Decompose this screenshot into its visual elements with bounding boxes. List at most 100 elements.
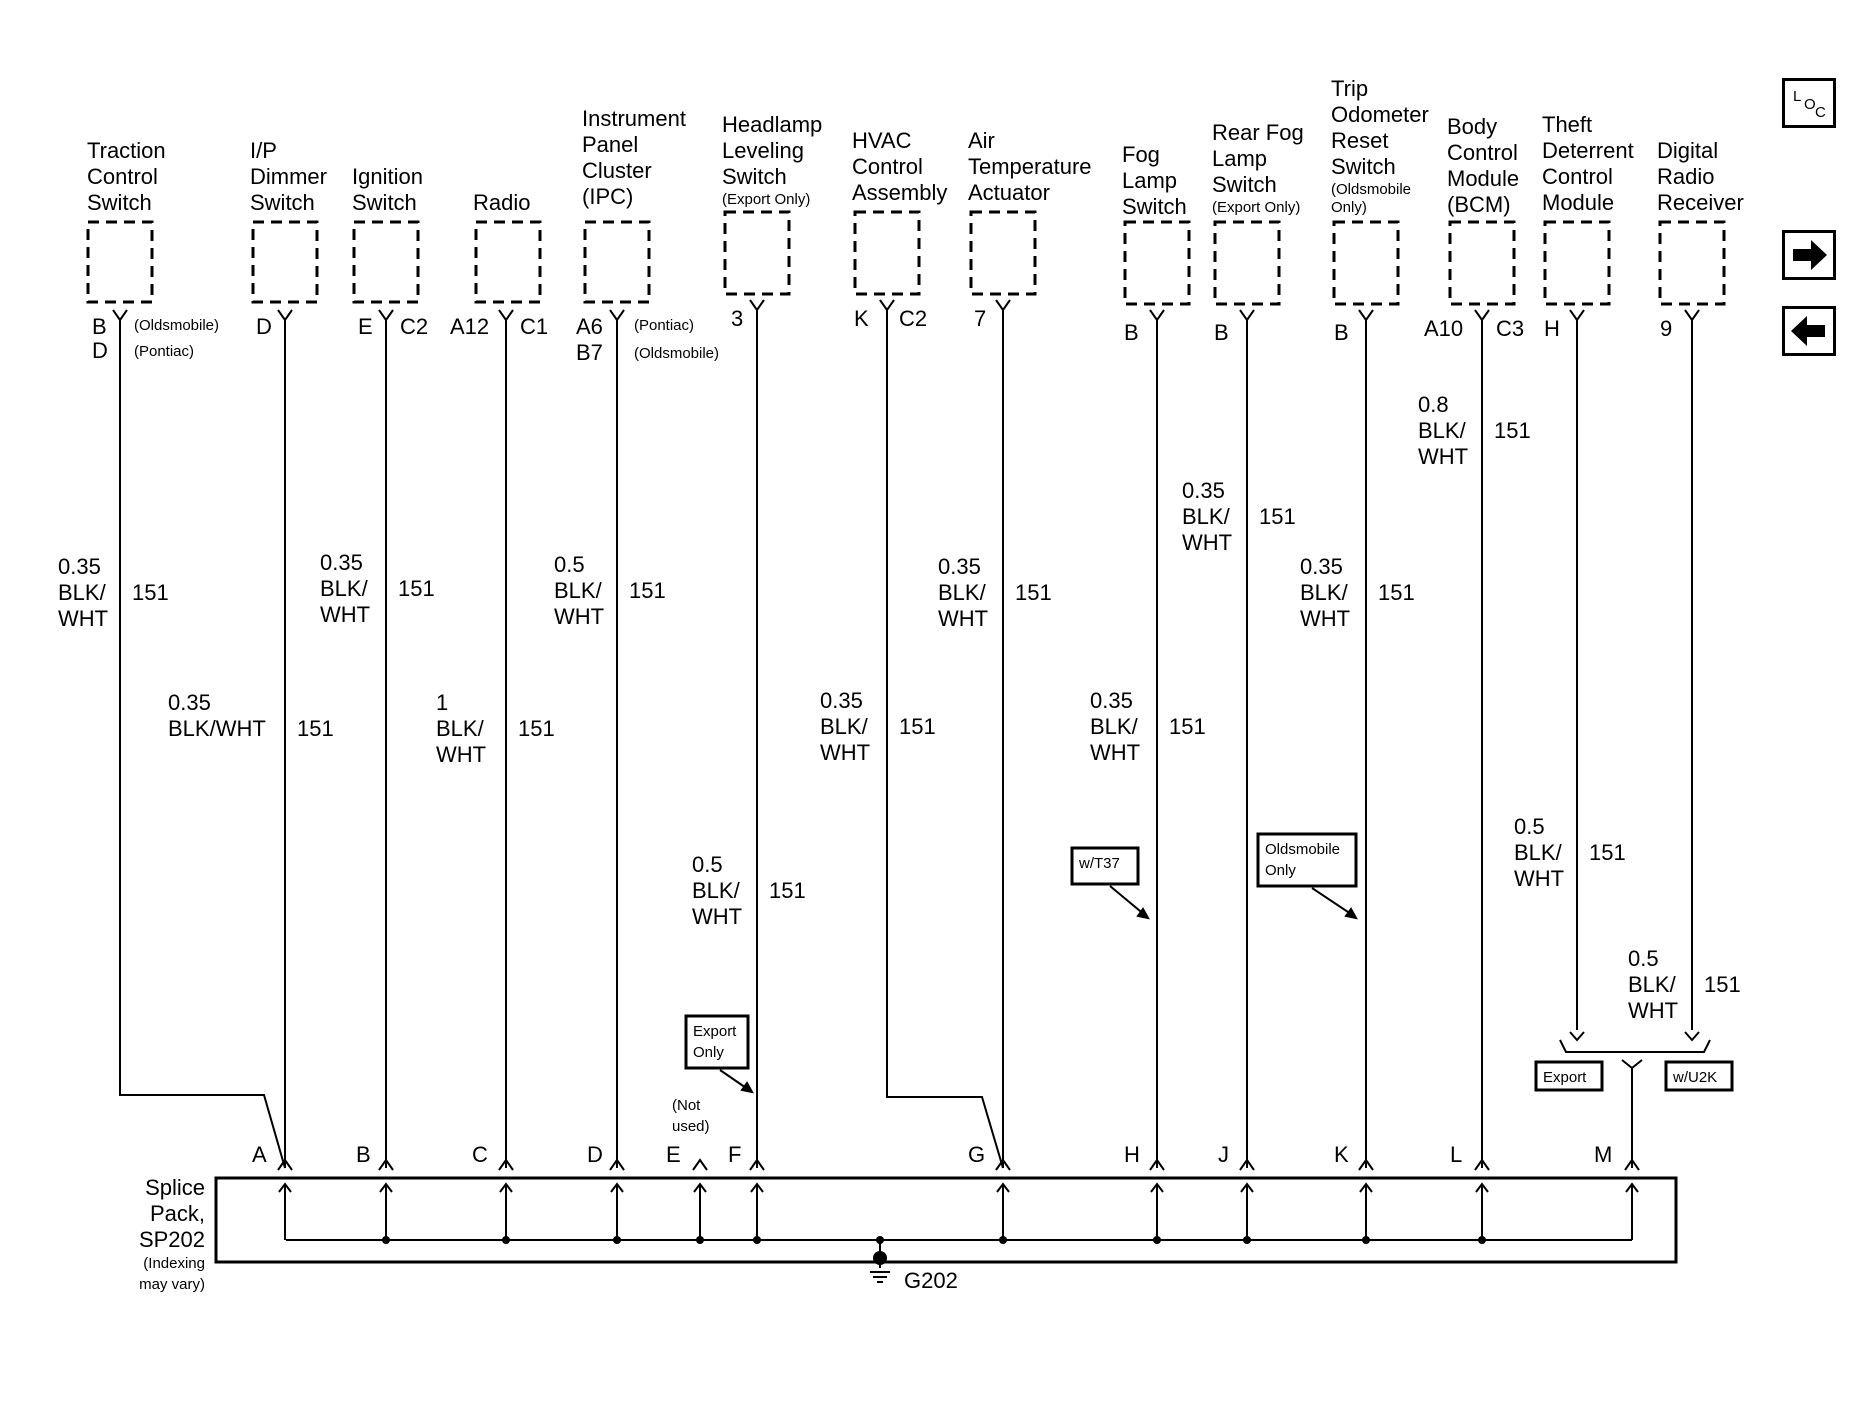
tdcm-name-line: Module xyxy=(1542,190,1614,215)
trip-name-line: Reset xyxy=(1331,128,1388,153)
hvac-name-line: Control xyxy=(852,154,923,179)
not-used-label: used) xyxy=(672,1118,710,1135)
ata-pin: 7 xyxy=(974,306,986,331)
hvac-color: BLK/ xyxy=(820,714,869,739)
bcm-name-line: Module xyxy=(1447,166,1519,191)
w-t37-pointer xyxy=(1109,885,1147,917)
bcm-color: BLK/ xyxy=(1418,418,1467,443)
ipdim-component-box xyxy=(251,220,319,304)
drr-name-line: Digital xyxy=(1657,138,1718,163)
ipc-color: BLK/ xyxy=(554,578,603,603)
splice-pin-f-connector xyxy=(749,1158,765,1171)
tcs-component-box xyxy=(86,220,154,304)
hvac-name-line: Assembly xyxy=(852,180,947,205)
splice-pin-a-connector xyxy=(277,1158,293,1171)
tcs-name-line: Control xyxy=(87,164,158,189)
splice-pin-e-connector xyxy=(692,1158,708,1171)
splice-title: Splice xyxy=(145,1175,205,1200)
splice-pin-g: G xyxy=(968,1142,985,1167)
splice-lead-arrow-l xyxy=(1475,1182,1489,1193)
tdcm-circuit: 151 xyxy=(1589,840,1626,865)
tcs-pin-variant: (Oldsmobile) xyxy=(134,317,219,334)
radio-gauge: 1 xyxy=(436,690,448,715)
export-only-arrowhead xyxy=(740,1081,754,1094)
radio-name-line: Radio xyxy=(473,190,530,215)
ipc-pin: A6 xyxy=(576,314,603,339)
trip-note: (Oldsmobile xyxy=(1331,181,1411,198)
tcs-name-line: Traction xyxy=(87,138,166,163)
splice-lead-arrow-a xyxy=(278,1182,292,1193)
oldsmobile-only-option-box xyxy=(1256,832,1358,888)
previous-page-button[interactable] xyxy=(1782,306,1836,356)
hvac-name-line: HVAC xyxy=(852,128,912,153)
splice-lead-arrow-h xyxy=(1150,1182,1164,1193)
rfog-component-box xyxy=(1213,220,1281,306)
ata-circuit: 151 xyxy=(1015,580,1052,605)
splice-pin-g-connector xyxy=(995,1158,1011,1171)
drr-circuit: 151 xyxy=(1704,972,1741,997)
radio-pin: A12 xyxy=(450,314,489,339)
fog-component-box xyxy=(1123,220,1191,306)
arrow-right-icon xyxy=(1793,240,1827,270)
tdcm-component-box xyxy=(1543,220,1611,306)
tdcm-name-line: Deterrent xyxy=(1542,138,1634,163)
hvac-gauge: 0.35 xyxy=(820,688,863,713)
splice-pin-h: H xyxy=(1124,1142,1140,1167)
tcs-color: WHT xyxy=(58,606,108,631)
radio-circuit: 151 xyxy=(518,716,555,741)
ipdim-color: BLK/WHT xyxy=(168,716,266,741)
splice-pin-b-connector xyxy=(378,1158,394,1171)
ata-name-line: Temperature xyxy=(968,154,1092,179)
ign-name-line: Ignition xyxy=(352,164,423,189)
tcs-color: BLK/ xyxy=(58,580,107,605)
ipc-pin: B7 xyxy=(576,340,603,365)
tdcm-pin: H xyxy=(1544,316,1560,341)
rfog-color: BLK/ xyxy=(1182,504,1231,529)
fog-name-line: Lamp xyxy=(1122,168,1177,193)
ipc-pin-variant: (Oldsmobile) xyxy=(634,345,719,362)
export-option-text: Export xyxy=(1543,1069,1587,1086)
splice-pin-a: A xyxy=(252,1142,267,1167)
drr-color: BLK/ xyxy=(1628,972,1677,997)
drr-name-line: Receiver xyxy=(1657,190,1744,215)
tcs-wire xyxy=(119,318,286,1169)
w-t37-arrowhead xyxy=(1136,907,1150,920)
splice-pin-j-connector xyxy=(1239,1158,1255,1171)
export-only-option-box xyxy=(684,1014,750,1070)
ipc-gauge: 0.5 xyxy=(554,552,585,577)
ipc-color: WHT xyxy=(554,604,604,629)
splice-pin-c: C xyxy=(472,1142,488,1167)
ground-dot xyxy=(873,1251,887,1265)
ipdim-name-line: I/P xyxy=(250,138,277,163)
export-only-option-text: Only xyxy=(693,1044,724,1061)
ign-name-line: Switch xyxy=(352,190,417,215)
hvac-color: WHT xyxy=(820,740,870,765)
splice-pin-d: D xyxy=(587,1142,603,1167)
trip-name-line: Odometer xyxy=(1331,102,1429,127)
loc-button[interactable]: L O C xyxy=(1782,78,1836,128)
option-brace-point xyxy=(1621,1059,1643,1070)
loc-letter-o: O xyxy=(1804,96,1816,113)
rfog-circuit: 151 xyxy=(1259,504,1296,529)
trip-circuit: 151 xyxy=(1378,580,1415,605)
hll-gauge: 0.5 xyxy=(692,852,723,877)
tcs-circuit: 151 xyxy=(132,580,169,605)
next-page-button[interactable] xyxy=(1782,230,1836,280)
tcs-pin: B xyxy=(92,314,107,339)
splice-note: (Indexing xyxy=(143,1255,205,1272)
tdcm-name-line: Control xyxy=(1542,164,1613,189)
splice-lead-arrow-f xyxy=(750,1182,764,1193)
bcm-pin: A10 xyxy=(1424,316,1463,341)
drr-pin: 9 xyxy=(1660,316,1672,341)
ipdim-name-line: Dimmer xyxy=(250,164,327,189)
tcs-name-line: Switch xyxy=(87,190,152,215)
hll-circuit: 151 xyxy=(769,878,806,903)
not-used-label: (Not xyxy=(672,1097,701,1114)
splice-pin-e: E xyxy=(666,1142,681,1167)
splice-pin-k: K xyxy=(1334,1142,1349,1167)
rfog-gauge: 0.35 xyxy=(1182,478,1225,503)
splice-lead-arrow-j xyxy=(1240,1182,1254,1193)
ign-gauge: 0.35 xyxy=(320,550,363,575)
loc-icon: L O C xyxy=(1793,88,1826,121)
wire-group xyxy=(112,299,1711,1171)
